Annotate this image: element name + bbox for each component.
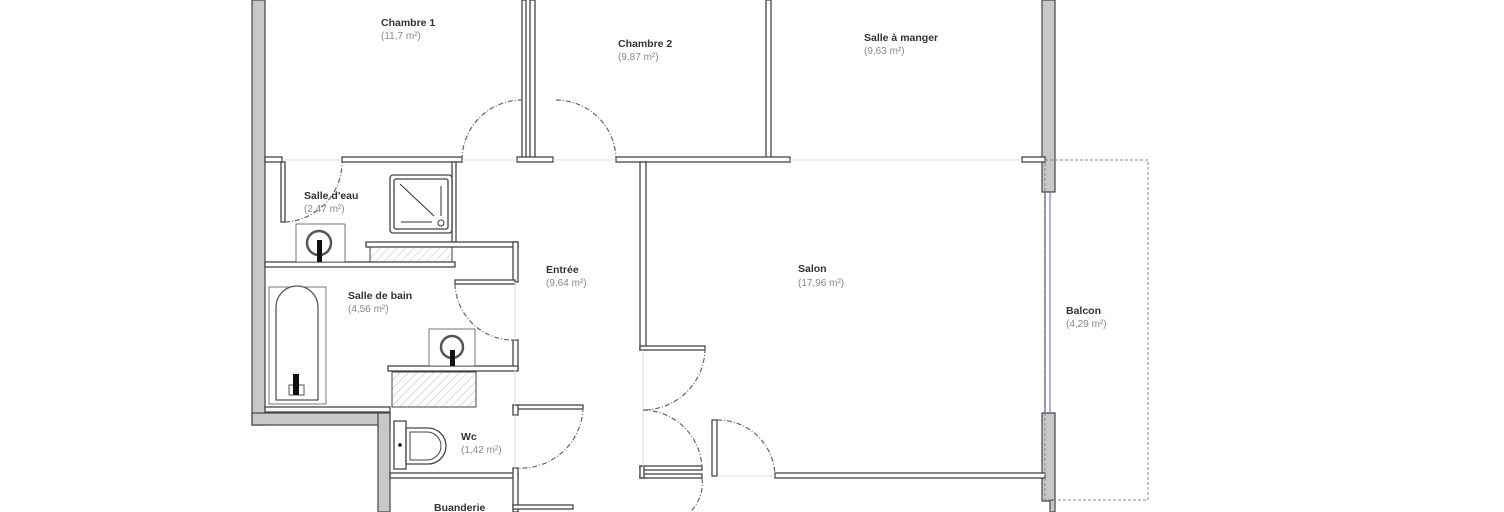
room-name-entree: Entrée	[546, 264, 579, 276]
room-area-salle-a-manger: (9,63 m²)	[864, 46, 905, 57]
counter-2	[391, 371, 477, 408]
room-area-salle-de-bain: (4,56 m²)	[348, 304, 389, 315]
fixtures	[268, 174, 477, 470]
door-salle-d-eau	[284, 159, 343, 223]
room-name-balcon: Balcon	[1066, 305, 1101, 317]
door-salon-1	[642, 347, 706, 411]
walls	[251, 0, 1056, 512]
balcony-outline	[1044, 159, 1149, 501]
bathtub-icon	[268, 285, 327, 405]
toilet-icon	[393, 420, 447, 470]
thin-lines	[282, 159, 1022, 477]
room-name-chambre-1: Chambre 1	[381, 17, 435, 29]
door-salle-de-bain	[454, 283, 514, 341]
room-labels: Chambre 1 (11,7 m²) Chambre 2 (9,87 m²) …	[304, 17, 1107, 512]
room-area-entree: (9,64 m²)	[546, 278, 587, 289]
door-wc	[517, 406, 584, 469]
room-name-buanderie: Buanderie	[434, 502, 486, 512]
door-salon-3	[716, 419, 776, 477]
room-name-salle-a-manger: Salle à manger	[864, 32, 938, 44]
room-area-salle-d-eau: (2,47 m²)	[304, 204, 345, 215]
shower-icon	[389, 174, 453, 234]
room-area-balcon: (4,29 m²)	[1066, 319, 1107, 330]
room-area-salon: (17,96 m²)	[798, 278, 844, 289]
doors	[284, 99, 776, 512]
room-name-salle-d-eau: Salle d'eau	[304, 190, 358, 202]
door-chambre-1	[461, 99, 523, 161]
door-chambre-2	[555, 99, 617, 161]
door-salon-2	[642, 409, 703, 469]
room-area-chambre-2: (9,87 m²)	[618, 52, 659, 63]
room-name-wc: Wc	[461, 431, 477, 443]
room-area-chambre-1: (11,7 m²)	[381, 31, 421, 42]
room-area-wc: (1,42 m²)	[461, 445, 502, 456]
sink-icon	[295, 223, 346, 263]
door-buanderie	[689, 477, 703, 512]
counter-1	[369, 246, 453, 263]
sink-icon	[428, 328, 476, 367]
room-name-chambre-2: Chambre 2	[618, 38, 672, 50]
room-name-salon: Salon	[798, 263, 827, 275]
room-name-salle-de-bain: Salle de bain	[348, 290, 412, 302]
